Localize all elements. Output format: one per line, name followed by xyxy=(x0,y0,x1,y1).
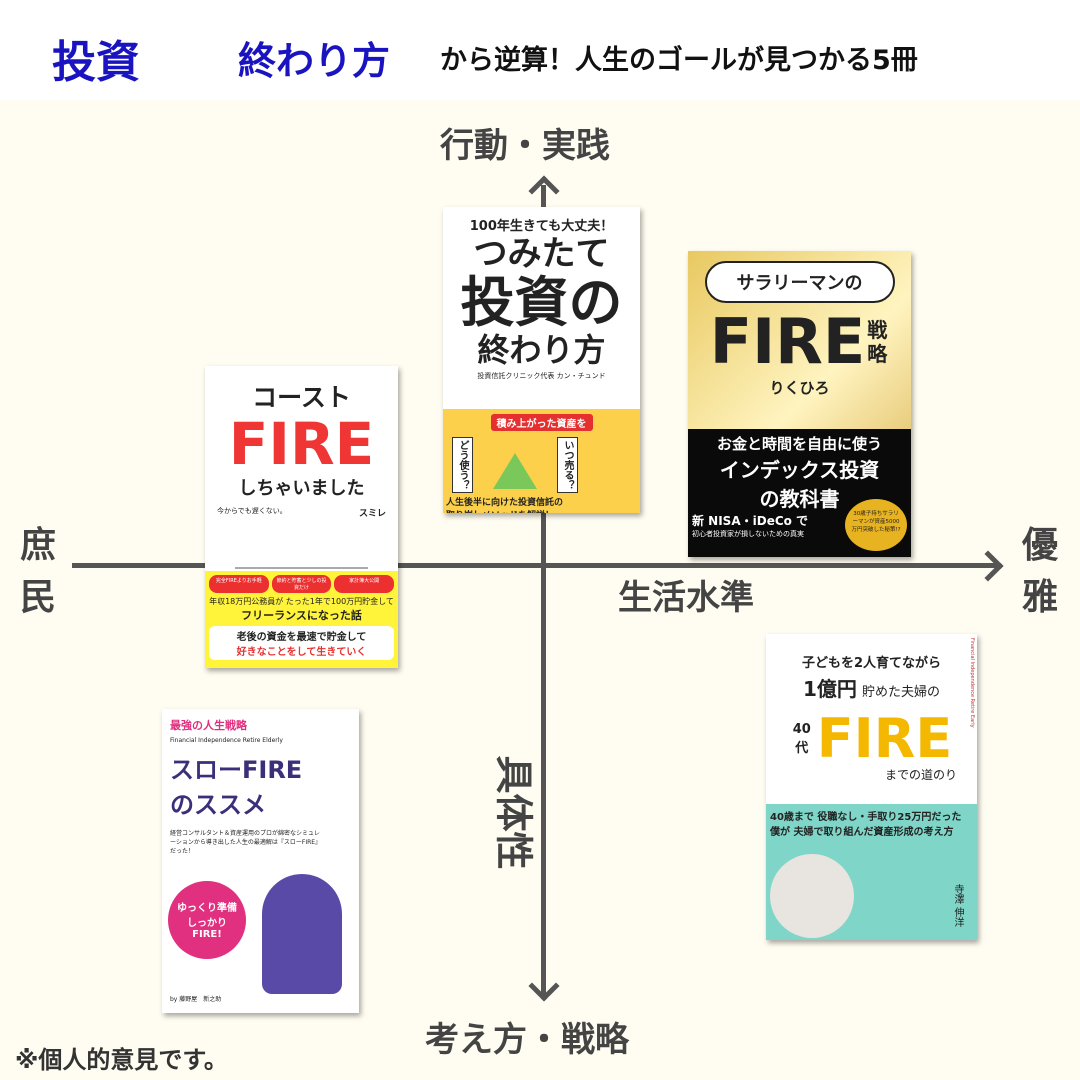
book-title: FIRE xyxy=(709,305,866,378)
book-line-1: お金と時間を自由に使う xyxy=(716,435,882,453)
book-title-side: 戦略 xyxy=(867,318,888,366)
book-line-5: 初心者投資家が損しないための真実 xyxy=(692,530,804,538)
book-title-2: のススメ xyxy=(170,791,266,819)
book-desc: 経営コンサルタント＆資産運用のプロが綿密なシミュレーションから導き出した人生の最… xyxy=(170,830,320,855)
horizontal-axis xyxy=(72,563,997,568)
mountain-illustration xyxy=(493,453,537,489)
arrow-right-icon xyxy=(972,550,1004,582)
book-bottom: 人生後半に向けた投資信託の取り崩しメソッドを解説！ xyxy=(446,498,564,513)
badge: 完全FIREよりお手軽 xyxy=(209,575,269,593)
book-line-3: の教科書 xyxy=(759,487,840,511)
vertical-axis xyxy=(541,185,546,995)
book-blurb-2: フリーランスになった話 xyxy=(241,609,362,622)
book-salaryman-fire[interactable]: サラリーマンの FIRE 戦略 りくひろ お金と時間を自由に使う インデックス投… xyxy=(688,251,911,557)
badge: 家計簿大公開 xyxy=(334,575,395,593)
x-axis-title: 生活水準 xyxy=(618,578,754,618)
book-title-sub: しちゃいました xyxy=(238,478,365,499)
book-top: 最強の人生戦略 xyxy=(170,719,247,732)
book-title-3: 終わり方 xyxy=(477,331,606,369)
book-tsumitate-owarikata[interactable]: 100年生きても大丈夫！ つみたて 投資の 終わり方 投資信託クリニック代表 カ… xyxy=(443,207,640,513)
book-title-1: つみたて xyxy=(473,234,610,274)
book-coast-fire[interactable]: コースト FIRE しちゃいました 今からでも遅くない。 スミレ 完全FIREより… xyxy=(205,366,398,668)
book-slow-fire[interactable]: 最強の人生戦略 Financial Independence Retire El… xyxy=(162,709,359,1013)
book-blurb: 年収18万円公務員が たった1年で100万円貯金して xyxy=(209,597,394,606)
book-line-1: 子どもを2人育てながら xyxy=(801,656,942,671)
book-en: Financial Independence Retire Elderly xyxy=(170,737,283,744)
book-line-4: 新 NISA・iDeCo で xyxy=(692,514,809,528)
title-keyword-ending: 終わり方 xyxy=(238,39,391,83)
book-author: 投資信託クリニック代表 カン・チュンド xyxy=(477,372,606,380)
book-title-top: コースト xyxy=(252,383,351,412)
axis-label-top: 行動・実践 xyxy=(440,126,610,166)
person-illustration xyxy=(262,874,342,994)
book-band: 積み上がった資産を xyxy=(490,414,593,431)
book-tagline: 今からでも遅くない。 xyxy=(217,507,287,515)
author-photo xyxy=(770,854,854,938)
axis-label-right: 優雅 xyxy=(1021,525,1058,618)
book-author: 寺澤 伸洋 xyxy=(952,884,963,928)
book-title: FIRE xyxy=(816,707,953,770)
book-bubble: サラリーマンの xyxy=(704,261,895,303)
title-keyword-invest: 投資 xyxy=(52,37,140,88)
arrow-down-icon xyxy=(528,970,560,1002)
book-40s-fire[interactable]: 子どもを2人育てながら 1億円 貯めた夫婦の 40代 FIRE までの道のり F… xyxy=(766,634,977,940)
book-circle: ゆっくり準備 しっかり FIRE! xyxy=(168,881,246,959)
book-side: Financial Independence Retire Early xyxy=(969,638,975,728)
y-axis-title: 具体性 xyxy=(491,755,536,870)
title-rest: から逆算！人生のゴールが見つかる5冊 xyxy=(440,45,918,76)
book-badge: 30歳子持ちサラリーマンが資産5000万円突破した秘策!? xyxy=(845,499,907,551)
book-bottom-1: 老後の資金を最速で貯金して xyxy=(236,632,367,643)
book-title-2: 投資の xyxy=(460,271,623,334)
book-q2: いつ売る？ xyxy=(557,437,578,493)
book-author: by 藤野屋 新之助 xyxy=(170,996,222,1003)
footnote: ※個人的意見です。 xyxy=(15,1046,228,1074)
book-bottom-2: 好きなことをして生きていく xyxy=(236,647,367,658)
header-banner: 投資 終わり方 から逆算！人生のゴールが見つかる5冊 xyxy=(0,0,1080,100)
book-title-main: FIRE xyxy=(228,410,375,478)
book-desc: 40歳まで 役職なし・手取り25万円だった僕が 夫婦で取り組んだ資産形成の考え方 xyxy=(770,812,962,838)
book-author: スミレ xyxy=(358,509,386,519)
book-top: 100年生きても大丈夫！ xyxy=(469,219,614,234)
axis-label-left: 庶民 xyxy=(19,525,56,618)
book-age: 40代 xyxy=(792,722,811,756)
book-title-1: スローFIRE xyxy=(170,756,303,784)
badge: 節約と貯蓄と少しの投資だけ xyxy=(271,575,332,593)
book-sub: までの道のり xyxy=(884,768,957,782)
book-line-2b: 貯めた夫婦の xyxy=(862,685,941,700)
axis-label-bottom: 考え方・戦略 xyxy=(425,1020,629,1060)
arrow-up-icon xyxy=(528,175,560,207)
sofa-illustration xyxy=(235,525,368,569)
book-line-2a: 1億円 xyxy=(802,677,857,701)
book-author: りくひろ xyxy=(769,379,830,397)
book-line-2: インデックス投資 xyxy=(719,458,880,482)
book-q1: どう使う？ xyxy=(452,437,473,493)
